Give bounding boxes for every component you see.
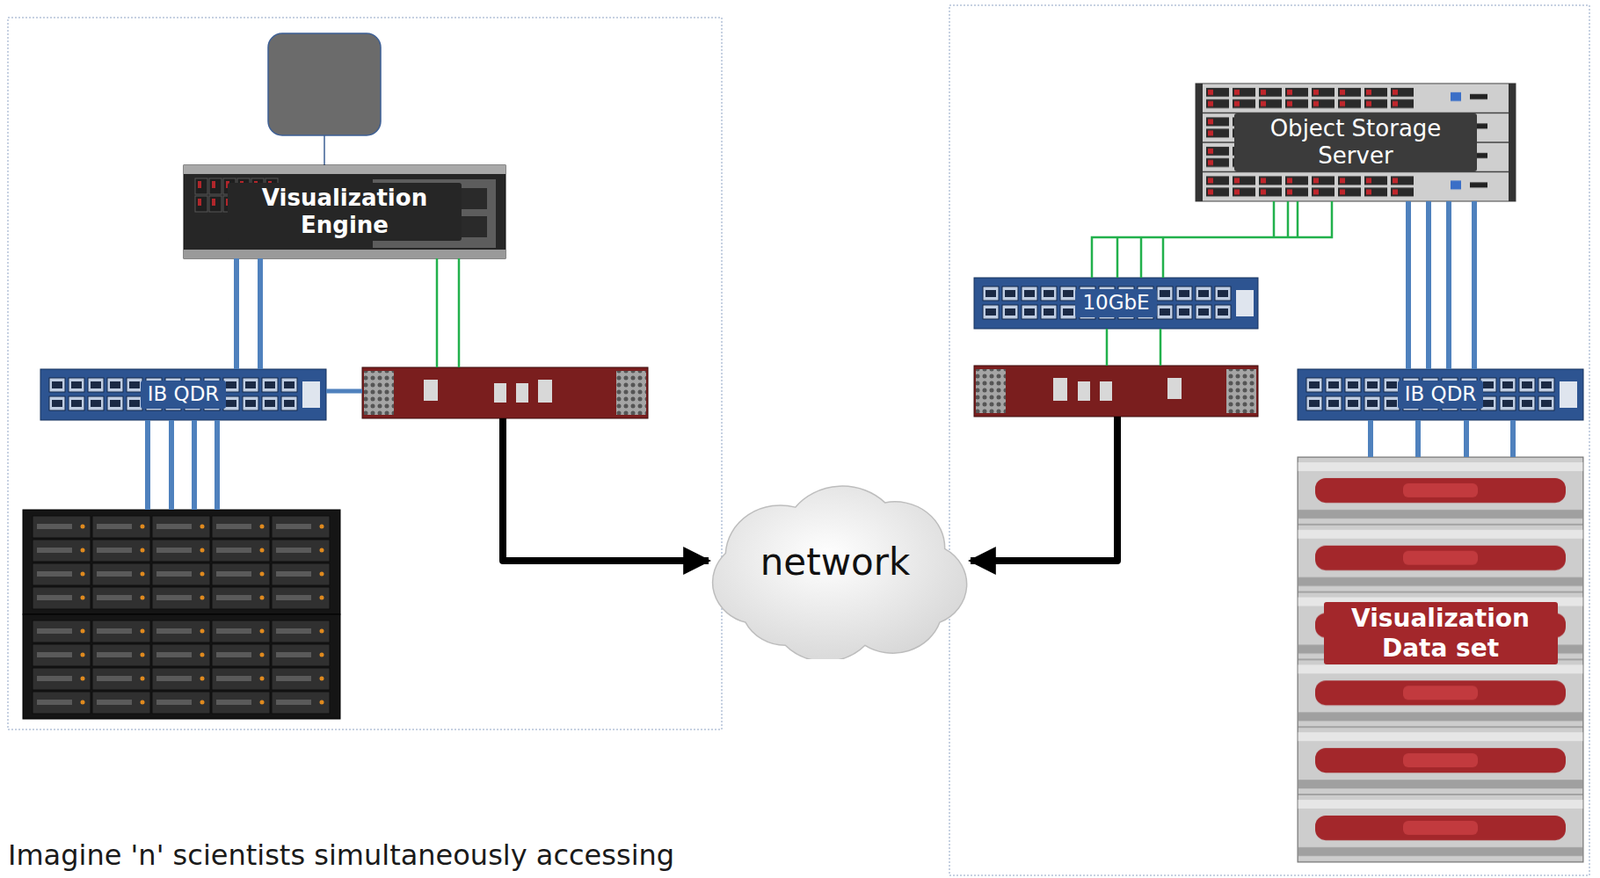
router-chassis <box>974 365 1259 417</box>
router-port <box>516 383 529 403</box>
storage-illustration <box>1297 457 1584 863</box>
site-boundary <box>7 17 722 730</box>
cable-connector <box>236 258 261 370</box>
router-vent <box>1226 369 1257 414</box>
rack-ear <box>1508 83 1516 202</box>
storage-box: Visualization Data set <box>1297 457 1584 863</box>
switch-illustration <box>1297 369 1584 421</box>
server-chassis <box>1195 83 1516 202</box>
ethernet-cable <box>436 258 459 368</box>
router-chassis <box>362 367 648 419</box>
router-port <box>1099 381 1113 401</box>
router-vent <box>363 370 394 415</box>
cable-connector <box>1091 201 1332 278</box>
site-boundary <box>949 5 1590 876</box>
network-cloud: network <box>685 465 985 660</box>
switch-illustration <box>40 369 327 421</box>
server-rail <box>183 249 506 259</box>
server-illustration <box>183 165 506 259</box>
switch-chassis <box>40 369 327 421</box>
router-illustration <box>362 367 648 419</box>
wan-link-arrow <box>970 416 1118 561</box>
switch-chassis <box>1297 369 1584 421</box>
server-box: Object Storage Server <box>1195 83 1516 202</box>
cable-connector <box>1408 201 1475 370</box>
cloud-shape <box>712 486 968 660</box>
display-screen <box>268 33 381 136</box>
switch-box: IB QDR <box>40 369 327 421</box>
router-illustration <box>974 365 1259 417</box>
node-label: IB QDR <box>1397 380 1484 409</box>
router-vent <box>975 369 1006 414</box>
ethernet-cable <box>1106 328 1161 366</box>
node-label: Visualization Engine <box>227 182 462 241</box>
switch-ports <box>1304 376 1557 414</box>
router-port <box>423 379 438 401</box>
switch-chassis <box>974 277 1259 329</box>
rack-ear <box>1195 83 1203 202</box>
console-port <box>1559 381 1578 408</box>
unit-divider <box>1195 113 1516 173</box>
drive-trays <box>31 515 331 611</box>
storage-enclosure <box>1297 457 1584 863</box>
router-port <box>494 383 507 403</box>
switch-ports <box>47 376 299 414</box>
infiniband-cable <box>326 389 363 394</box>
display-cable <box>323 135 326 166</box>
console-port <box>1236 290 1254 317</box>
server-chassis <box>183 165 506 259</box>
router-port <box>538 379 553 403</box>
switch-illustration <box>974 277 1259 329</box>
server-box: Visualization Engine <box>183 165 506 259</box>
text-group: network <box>760 540 911 585</box>
router-vent <box>616 370 647 415</box>
caption-note: Imagine 'n' scientists simultaneously ac… <box>7 838 675 873</box>
server-rail <box>183 165 506 175</box>
infiniband-cable <box>147 420 218 510</box>
router-port <box>1053 378 1068 401</box>
router-port <box>1167 378 1182 400</box>
switch-box: 10GbE <box>974 277 1259 329</box>
drive-trays <box>31 619 331 715</box>
text-group: Visualization Data set <box>1323 602 1558 665</box>
cable-connector <box>1370 420 1513 458</box>
storage-illustration <box>22 614 341 720</box>
text-group: IB QDR <box>140 380 227 409</box>
router-port <box>1077 381 1091 401</box>
text-group: 10GbE <box>1075 289 1157 318</box>
wan-link-arrow <box>502 418 709 561</box>
node-label: network <box>760 540 911 585</box>
text-group: IB QDR <box>1397 380 1484 409</box>
server-illustration <box>1195 83 1516 202</box>
console-port <box>302 381 320 408</box>
node-label: Visualization Data set <box>1323 602 1558 665</box>
storage-illustration <box>22 509 341 615</box>
text-group: Object Storage Server <box>1234 113 1477 172</box>
node-label: IB QDR <box>140 380 227 409</box>
storage-enclosure <box>22 509 341 615</box>
storage-enclosure <box>22 614 341 720</box>
switch-ports <box>981 284 1233 322</box>
node-label: Object Storage Server <box>1234 113 1477 172</box>
node-label: 10GbE <box>1075 289 1157 318</box>
text-group: Visualization Engine <box>227 182 462 241</box>
switch-box: IB QDR <box>1297 369 1584 421</box>
